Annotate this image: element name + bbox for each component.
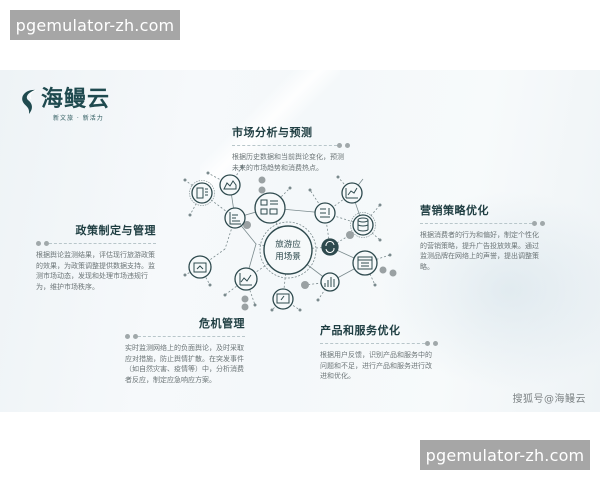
brand-logo: 海鳗云 新文旅 · 新活力 xyxy=(20,88,110,122)
list-document-icon xyxy=(191,182,213,204)
hub-node: 旅游应 用场景 xyxy=(259,221,317,279)
section-title: 危机管理 xyxy=(199,317,245,330)
svg-text:用场景: 用场景 xyxy=(275,252,301,262)
brand-tagline: 新文旅 · 新活力 xyxy=(53,115,104,122)
section-market-analysis: 市场分析与预测 根据历史数据和当前舆论变化，预测未来的市场趋势和消费热点。 xyxy=(232,124,350,173)
section-title: 营销策略优化 xyxy=(420,204,489,217)
refresh-icon xyxy=(321,238,339,256)
section-title: 市场分析与预测 xyxy=(232,126,313,139)
section-title: 政策制定与管理 xyxy=(75,224,156,237)
brand-name: 海鳗云 xyxy=(41,87,111,112)
svg-text:旅游应: 旅游应 xyxy=(275,239,301,250)
dots-decoration xyxy=(36,240,49,246)
image-edit-icon xyxy=(188,255,212,279)
section-crisis: 危机管理 实时监测网络上的负面舆论，及时采取应对措施，防止舆情扩散。在突发事件（… xyxy=(125,315,245,385)
infographic-card: 海鳗云 新文旅 · 新活力 市场分析与预测 根据历史数据和当前舆论变化，预测未来… xyxy=(0,70,600,412)
section-policy: 政策制定与管理 根据舆论监测结果，评估现行旅游政策的效果，为政策调整提供数据支持… xyxy=(36,222,156,292)
section-title: 产品和服务优化 xyxy=(320,324,401,337)
source-credit: 搜狐号@海鳗云 xyxy=(512,394,586,405)
dots-decoration xyxy=(532,220,545,226)
section-body: 根据用户反馈，识别产品和服务中的问题和不足，进行产品和服务进行改进和优化。 xyxy=(320,351,432,380)
line-chart-icon xyxy=(341,182,363,204)
section-marketing: 营销策略优化 根据消费者的行为和偏好，制定个性化的营销策略，提升广告投放效果。通… xyxy=(420,202,545,272)
dots-decoration xyxy=(337,142,350,148)
section-body: 实时监测网络上的负面舆论，及时采取应对措施，防止舆情扩散。在突发事件（如自然灾害… xyxy=(125,344,244,384)
presentation-icon xyxy=(272,288,294,310)
dots-decoration xyxy=(425,340,438,346)
network-diagram: 旅游应 用场景 xyxy=(183,165,397,312)
eel-wave-icon xyxy=(22,89,37,114)
section-body: 根据舆论监测结果，评估现行旅游政策的效果，为政策调整提供数据支持。监测市场动态，… xyxy=(36,251,155,291)
bar-growth-icon xyxy=(320,272,340,292)
section-body: 根据历史数据和当前舆论变化，预测未来的市场趋势和消费热点。 xyxy=(232,153,344,172)
watermark-top: pgemulator-zh.com xyxy=(10,10,180,40)
grid-list-icon xyxy=(254,192,286,224)
section-body: 根据消费者的行为和偏好，制定个性化的营销策略，提升广告投放效果。通过监测品牌在网… xyxy=(420,231,539,271)
trend-line-icon xyxy=(234,267,258,291)
dots-decoration xyxy=(125,333,138,339)
section-product: 产品和服务优化 根据用户反馈，识别产品和服务中的问题和不足，进行产品和服务进行改… xyxy=(320,322,438,382)
area-chart-icon xyxy=(219,174,241,196)
watermark-bottom: pgemulator-zh.com xyxy=(420,440,590,470)
